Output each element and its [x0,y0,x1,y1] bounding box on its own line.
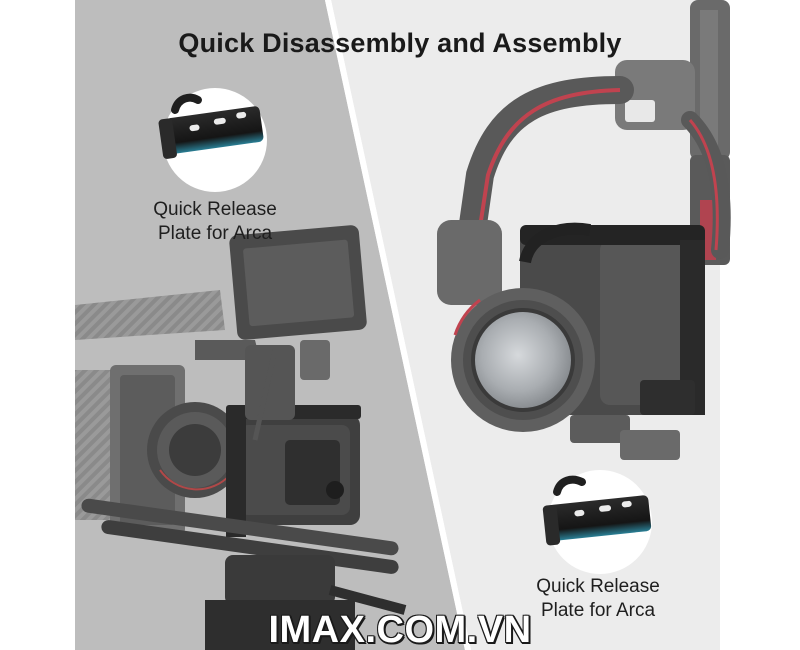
gimbal-clamp [570,415,630,443]
camera-rig-left [75,225,407,650]
caption-right: Quick Release Plate for Arca [488,575,708,623]
caption-left: Quick Release Plate for Arca [105,198,325,246]
top-handle [195,340,260,360]
rail-rod [81,498,399,556]
caption-right-line2: Plate for Arca [540,600,656,621]
cage-left [226,412,246,537]
caption-right-line1: Quick Release [536,576,660,597]
caption-left-line1: Quick Release [153,199,277,220]
tilt-motor [437,220,502,305]
plate-callout-right [542,470,652,574]
panel-divider [325,0,471,650]
plate-callout-left [158,88,267,192]
caption-left-line2: Plate for Arca [157,223,273,244]
matte-box-top-flag [75,290,225,340]
gimbal-rig-right [437,0,731,460]
tripod-head [225,555,335,605]
watermark: IMAX.COM.VN [268,609,532,650]
headline: Quick Disassembly and Assembly [178,28,622,58]
